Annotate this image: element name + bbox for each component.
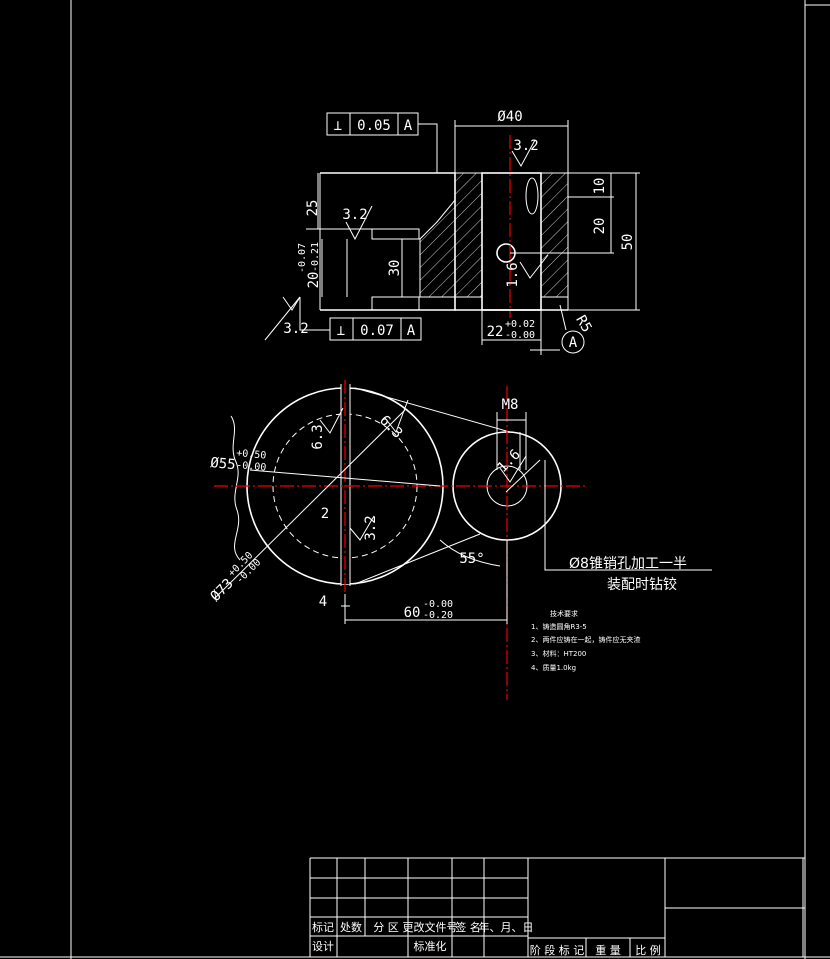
dim-60-lower: -0.20 <box>423 610 453 621</box>
tb-label-mark: 标记 <box>312 920 334 934</box>
tb-weight: 重 量 <box>595 943 621 957</box>
tb-stage-mark: 阶 段 标 记 <box>530 943 585 957</box>
tb-label-zone: 分 区 <box>373 921 399 934</box>
title-block: 标记 处数 分 区 更改文件号 签 名 年、月、日 设计 标准化 阶 段 标 记… <box>309 857 805 957</box>
tech-requirement-3: 3、材料：HT200 <box>531 649 586 658</box>
tech-requirements: 技术要求 1、铸造圆角R3-5 2、两件应铸在一起，铸件应无夹渣 3、材料：HT… <box>531 609 640 672</box>
tech-requirements-title: 技术要求 <box>550 609 578 618</box>
datum-label: A <box>569 335 578 351</box>
dim-22-main: 22 <box>487 324 504 340</box>
radius-r5: R5 <box>572 313 594 336</box>
fcf-bottom-datum: A <box>407 323 416 339</box>
roughness-left: 3.2 <box>342 207 367 223</box>
front-view <box>214 380 712 700</box>
fcf-top-tolerance: 0.05 <box>357 118 391 134</box>
fcf-bottom-tolerance: 0.07 <box>360 323 394 339</box>
roughness-hole: 1.6 <box>505 262 521 287</box>
dim-20-lower: -0.21 <box>310 242 321 272</box>
tb-label-date: 年、月、日 <box>479 920 534 934</box>
tb-scale: 比 例 <box>635 943 661 957</box>
roughness-front-2: 6.3 <box>376 413 405 442</box>
dim-angle-55: 55° <box>459 551 484 567</box>
dim-20-upper: -0.07 <box>297 243 308 273</box>
dim-m8: M8 <box>502 397 519 413</box>
section-view-top <box>264 120 640 355</box>
fcf-top: ⊥ 0.05 A <box>326 112 419 136</box>
tb-design: 设计 <box>312 940 334 953</box>
note-taper-pin-line1: Ø8锥销孔加工一半 <box>569 556 687 572</box>
tb-standardization: 标准化 <box>414 939 447 953</box>
dim-dia-55-upper: +0.50 <box>236 448 267 462</box>
fcf-top-symbol: ⊥ <box>334 118 342 134</box>
datum-circle <box>561 330 585 354</box>
tech-requirement-4: 4、质量1.0kg <box>531 663 576 672</box>
dim-30: 30 <box>387 260 403 277</box>
dim-60-main: 60 <box>404 605 421 621</box>
roughness-bottom-left: 3.2 <box>283 321 308 337</box>
tb-label-change-doc: 更改文件号 <box>403 920 458 934</box>
dim-22-upper: +0.02 <box>505 319 535 330</box>
fcf-bottom: ⊥ 0.07 A <box>329 317 422 341</box>
tb-label-count: 处数 <box>340 921 362 934</box>
roughness-top-right: 3.2 <box>513 138 538 154</box>
dim-20: 20 <box>592 218 608 235</box>
dim-dia-73-main: Ø73 <box>208 576 237 605</box>
dim-dia-55-main: Ø55 <box>210 455 237 473</box>
dim-2: 2 <box>321 506 329 522</box>
dim-25: 25 <box>305 200 321 217</box>
dim-50: 50 <box>620 234 636 251</box>
fcf-bottom-symbol: ⊥ <box>337 323 345 339</box>
tb-label-signature: 签 名 <box>455 920 481 934</box>
tech-requirement-2: 2、两件应铸在一起，铸件应无夹渣 <box>531 635 640 644</box>
top-view-labels: Ø40 3.2 3.2 3.2 1.6 25 20 -0.07 -0.21 30… <box>283 109 636 354</box>
note-taper-pin-line2: 装配时钻铰 <box>607 577 677 593</box>
dim-dia-55-lower: -0.00 <box>236 460 267 474</box>
tech-requirement-1: 1、铸造圆角R3-5 <box>531 622 587 631</box>
dim-4: 4 <box>319 594 327 610</box>
dim-60-upper: -0.00 <box>423 599 453 610</box>
dim-dia-40: Ø40 <box>497 109 522 125</box>
roughness-front-4: 3.2 <box>363 515 379 540</box>
roughness-front-3: 1.6 <box>495 447 524 476</box>
dim-10: 10 <box>592 178 608 195</box>
fcf-top-datum: A <box>404 118 413 134</box>
roughness-front-1: 6.3 <box>310 424 326 449</box>
dim-22-lower: -0.00 <box>505 330 535 341</box>
dim-20-main: 20 <box>306 272 322 289</box>
front-view-labels: M8 6.3 6.3 1.6 3.2 Ø55 +0.50 -0.00 Ø73 +… <box>208 397 687 621</box>
